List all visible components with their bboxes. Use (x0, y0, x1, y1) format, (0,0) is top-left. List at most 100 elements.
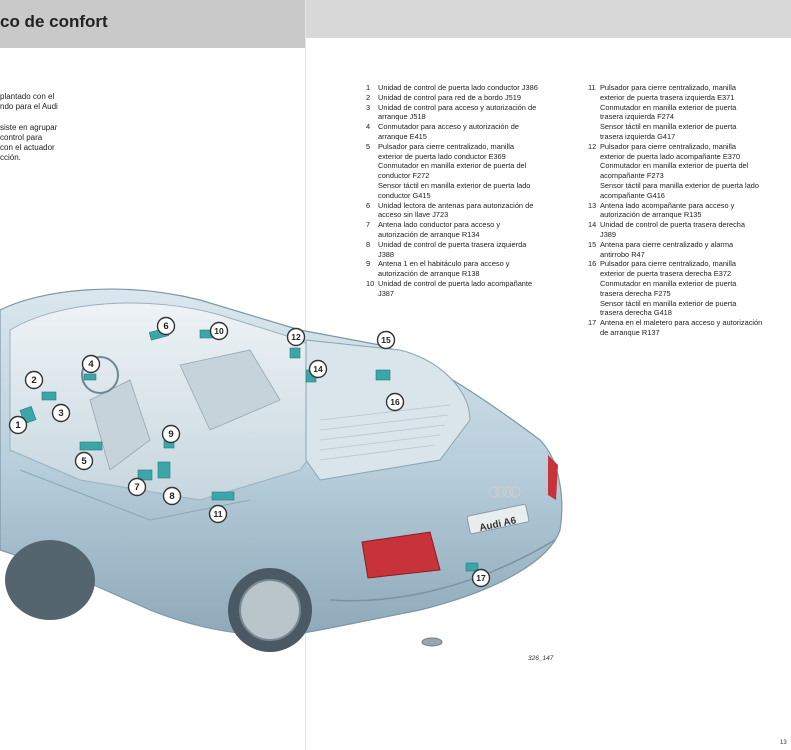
legend-number: 8 (366, 239, 371, 249)
legend-number: 15 (588, 239, 597, 249)
legend-description: Unidad de control de puerta trasera dere… (600, 220, 788, 240)
rear-wheel-rim (239, 579, 301, 641)
intro-line: siste en agrupar (0, 123, 58, 132)
legend-line: Conmutador para acceso y autorización de (378, 122, 519, 132)
legend-number: 1 (366, 83, 371, 92)
legend-number: 6 (366, 200, 371, 210)
legend-number: 14 (588, 220, 597, 230)
legend-line: Pulsador para cierre centralizado, manil… (378, 141, 514, 151)
legend-number: 9 (366, 259, 371, 269)
legend-number: 11 (588, 83, 596, 92)
legend-number: 10 (366, 278, 375, 288)
legend-description: Unidad de control de puerta lado acompañ… (378, 279, 571, 299)
legend-number: 3 (366, 102, 371, 112)
legend-line: Unidad de control de puerta trasera izqu… (378, 239, 527, 249)
legend-line: Unidad lectora de antenas para autorizac… (378, 200, 534, 210)
legend-description: Conmutador para acceso y autorización de… (378, 122, 571, 142)
legend-line: trasera izquierda F274 (600, 112, 674, 122)
legend-line: autorización de arranque R134 (378, 229, 480, 239)
legend-line: antirrobo R47 (600, 249, 645, 259)
legend-number: 5 (366, 141, 371, 151)
car-cutaway-illustration: Audi A6 (0, 288, 563, 652)
intro-line: control para (0, 133, 43, 142)
figure-caption: 326_147 (528, 655, 554, 662)
legend-line: exterior de puerta lado acompañante E370 (600, 151, 741, 161)
legend-description: Pulsador para cierre centralizado, manil… (600, 83, 788, 142)
page-number: 13 (780, 740, 787, 746)
legend-line: Sensor táctil en manilla exterior de pue… (600, 122, 737, 132)
legend-number: 13 (588, 200, 597, 210)
legend-line: Antena en el maletero para acceso y auto… (600, 318, 763, 328)
legend-line: exterior de puerta lado conductor E369 (378, 151, 506, 161)
legend-line: J388 (378, 249, 395, 259)
legend-line: Conmutador en manilla exterior de puerta (600, 278, 737, 288)
legend-line: Antena lado acompañante para acceso y (600, 200, 735, 210)
legend-description: Antena para cierre centralizado y alarma… (600, 240, 788, 260)
legend-description: Pulsador para cierre centralizado, manil… (600, 259, 788, 318)
legend-description: Unidad de control de puerta lado conduct… (378, 83, 571, 93)
legend-line: Pulsador para cierre centralizado, manil… (600, 141, 736, 151)
rear-bumper (329, 539, 556, 602)
legend-line: acompañante F273 (600, 171, 664, 181)
legend-line: Conmutador en manilla exterior de puerta (600, 102, 737, 112)
legend-line: acompañante G416 (600, 190, 665, 200)
legend-column-1: 1 Unidad de control de puerta lado conduc… (366, 83, 571, 299)
legend-line: de arranque R137 (600, 327, 660, 337)
legend-description: Antena en el maletero para acceso y auto… (600, 318, 788, 338)
legend-line: Unidad de control de puerta trasera dere… (600, 220, 746, 230)
legend-line: Pulsador para cierre centralizado, manil… (600, 259, 736, 269)
legend-line: Sensor táctil para manilla exterior de p… (600, 180, 759, 190)
rear-seat (179, 349, 281, 431)
legend-line: autorización de arranque R135 (600, 210, 702, 220)
taillight (361, 531, 441, 579)
legend-line: Unidad de control para red de a bordo J5… (378, 92, 521, 102)
legend-line: exterior de puerta trasera derecha E372 (600, 269, 732, 279)
side-taillight (548, 455, 558, 500)
legend-number: 17 (588, 318, 597, 328)
legend-description: Pulsador para cierre centralizado, manil… (378, 142, 571, 201)
legend-item: 1 Unidad de control de puerta lado conduc… (366, 83, 571, 93)
legend-item: 8 Unidad de control de puerta trasera izq… (366, 240, 571, 260)
page-title: co de confort (0, 12, 108, 31)
legend-line: Antena lado conductor para acceso y (378, 220, 501, 230)
legend-line: exterior de puerta trasera izquierda E37… (600, 92, 735, 102)
legend-line: Unidad de control de puerta lado conduct… (378, 83, 538, 92)
legend-item: 6 Unidad lectora de antenas para autoriza… (366, 201, 571, 221)
legend-line: arranque E415 (378, 131, 427, 141)
model-badge-plate (466, 503, 530, 535)
legend-line: trasera derecha G418 (600, 308, 672, 318)
legend-line: Pulsador para cierre centralizado, manil… (600, 83, 736, 92)
legend-line: Unidad de control de puerta lado acompañ… (378, 278, 533, 288)
front-seat (89, 379, 151, 471)
legend-line: Sensor táctil en manilla exterior de pue… (378, 180, 531, 190)
front-wheel (5, 540, 95, 620)
legend-item: 11 Pulsador para cierre centralizado, man… (588, 83, 788, 142)
legend-line: J387 (378, 288, 395, 298)
legend-line: Unidad de control para acceso y autoriza… (378, 102, 537, 112)
legend-line: Conmutador en manilla exterior de puerta… (378, 161, 527, 171)
legend-line: trasera izquierda G417 (600, 131, 676, 141)
intro-line: ndo para el Audi (0, 102, 58, 111)
legend-item: 5 Pulsador para cierre centralizado, mani… (366, 142, 571, 201)
legend-line: acceso sin llave J723 (378, 210, 449, 220)
trunk-floor (319, 404, 451, 461)
legend-description: Unidad lectora de antenas para autorizac… (378, 201, 571, 221)
header-band-right (306, 0, 791, 38)
legend-description: Unidad de control para red de a bordo J5… (378, 93, 571, 103)
intro-line: cción. (0, 153, 21, 162)
